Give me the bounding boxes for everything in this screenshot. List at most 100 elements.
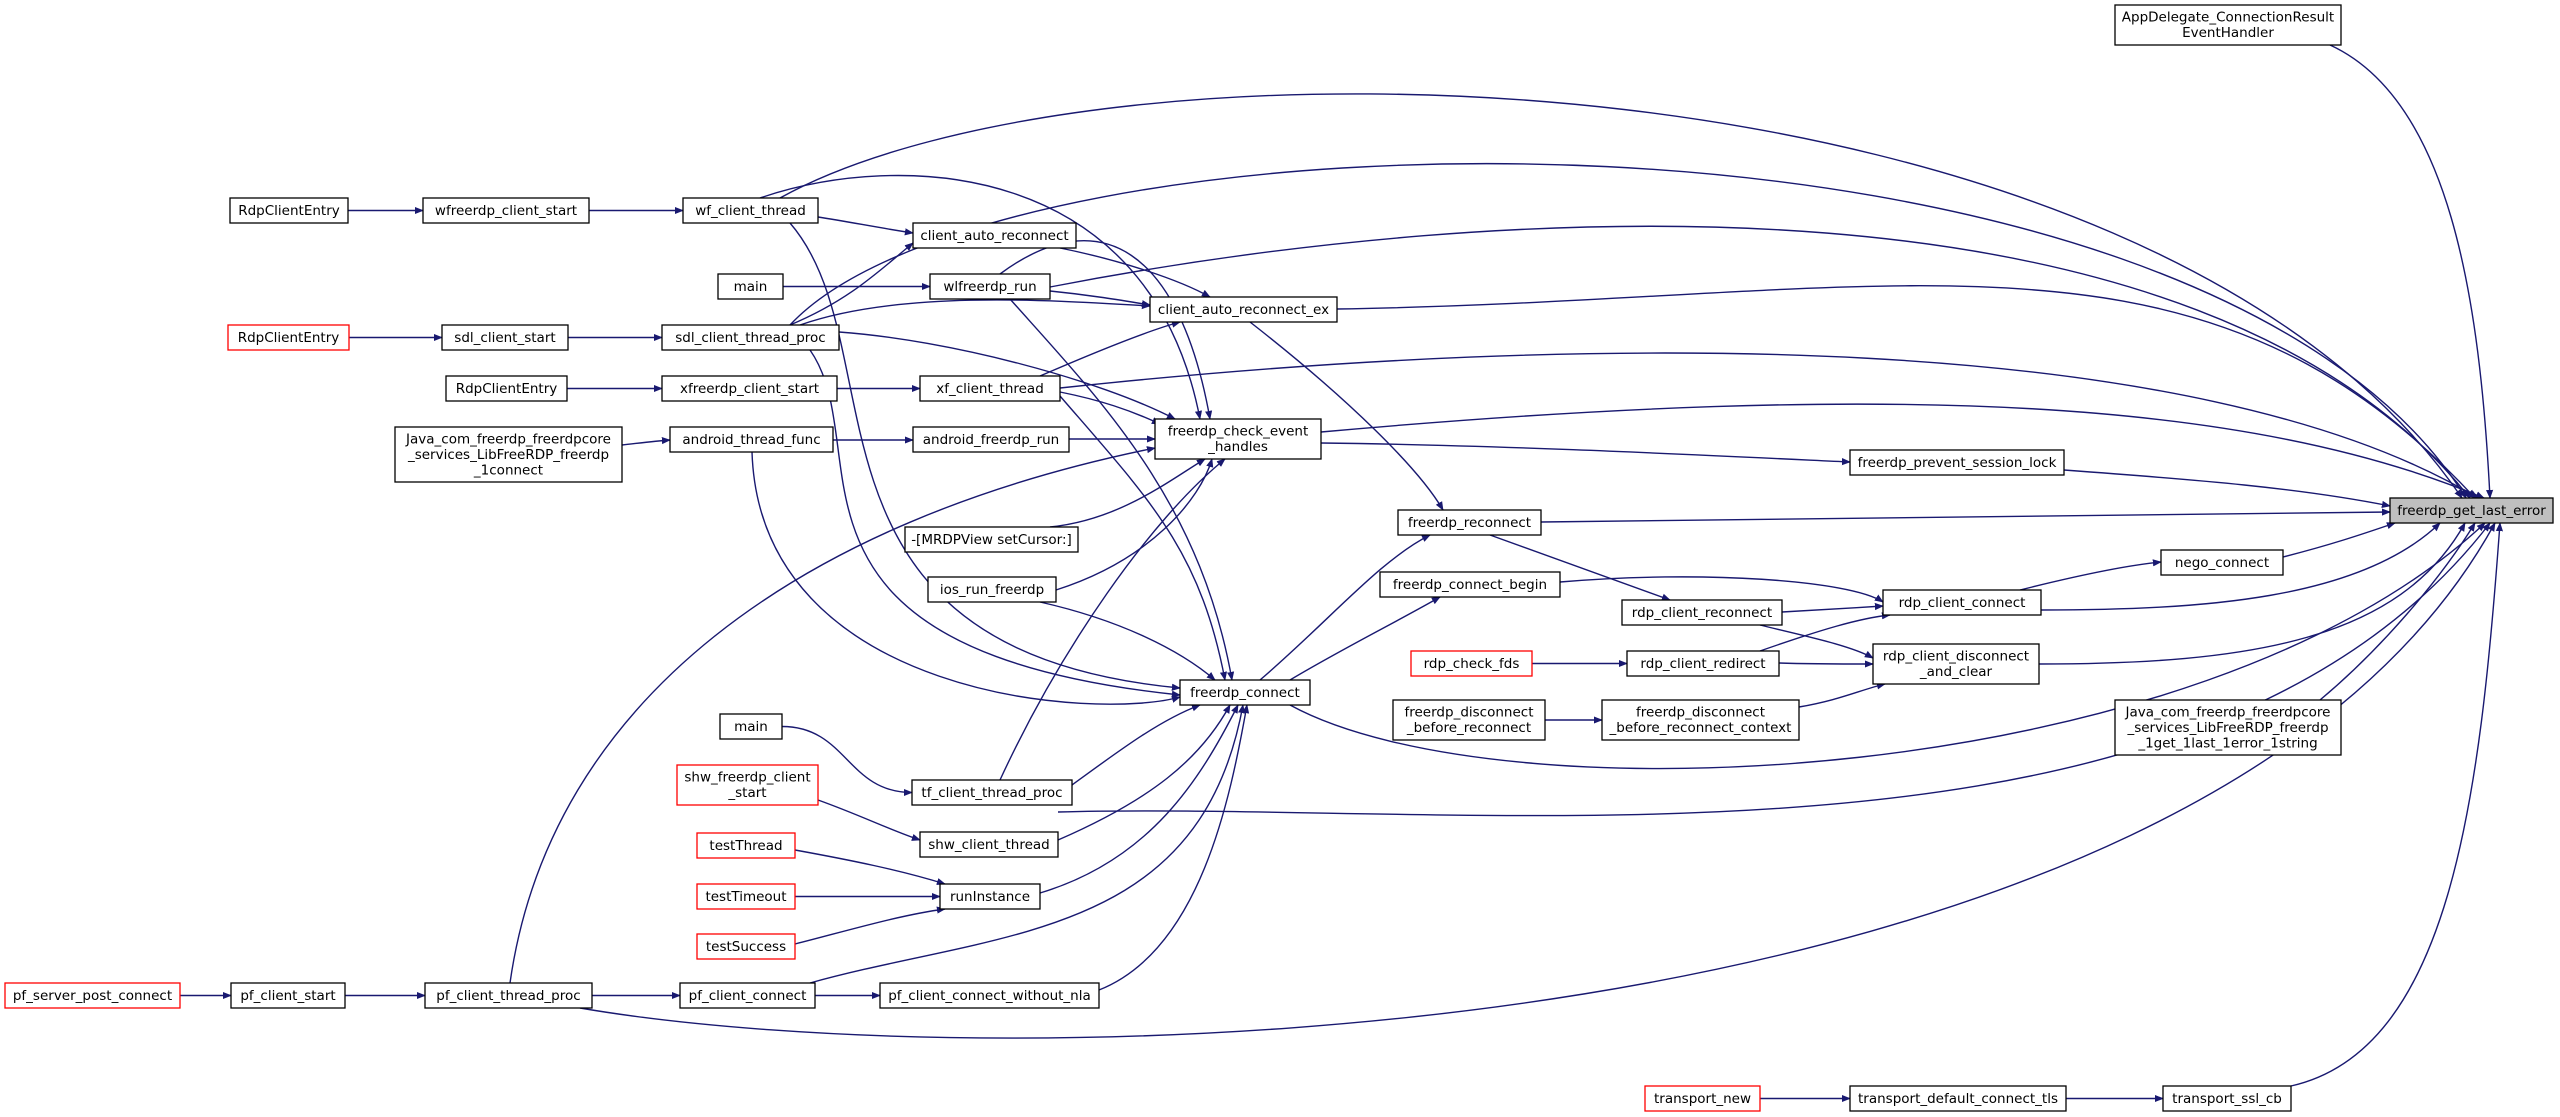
node-label: android_thread_func	[682, 432, 820, 448]
node-label: transport_ssl_cb	[2172, 1091, 2282, 1107]
node-java_get_last_error[interactable]: Java_com_freerdp_freerdpcore_services_Li…	[2114, 699, 2342, 756]
node-rdp_client_disconnect_and_clear[interactable]: rdp_client_disconnect_and_clear	[1872, 643, 2040, 685]
node-wf_client_thread[interactable]: wf_client_thread	[682, 197, 819, 224]
node-wlfreerdp_run[interactable]: wlfreerdp_run	[929, 273, 1051, 300]
node-testThread[interactable]: testThread	[696, 832, 796, 859]
node-shw_freerdp_client_start[interactable]: shw_freerdp_client_start	[676, 764, 819, 806]
node-freerdp_connect_begin[interactable]: freerdp_connect_begin	[1379, 571, 1561, 598]
node-main1[interactable]: main	[717, 273, 784, 300]
node-box	[2114, 4, 2342, 46]
node-label: pf_server_post_connect	[13, 988, 172, 1004]
node-label: AppDelegate_ConnectionResult	[2122, 10, 2334, 26]
edge-shw_client_thread-to-freerdp_connect	[1057, 704, 1231, 841]
node-label: android_freerdp_run	[923, 432, 1059, 448]
node-box	[911, 779, 1073, 806]
node-main2[interactable]: main	[719, 713, 783, 740]
node-transport_ssl_cb[interactable]: transport_ssl_cb	[2162, 1085, 2292, 1112]
edge-pf_client_connect_without_nla-to-freerdp_connect	[1098, 704, 1250, 991]
edge-freerdp_reconnect-to-rdp_client_reconnect	[1489, 534, 1671, 601]
edge-freerdp_check_event_handles-to-freerdp_prevent_session_lock	[1320, 442, 1851, 466]
edge-mrdpview-to-freerdp_check_event_handles	[1049, 458, 1206, 528]
node-label: shw_client_thread	[928, 837, 1049, 853]
edge-shw_freerdp_client_start-to-shw_client_thread	[817, 799, 921, 841]
node-label: pf_client_thread_proc	[436, 988, 580, 1004]
node-nego_connect[interactable]: nego_connect	[2160, 549, 2284, 576]
node-label: sdl_client_start	[454, 330, 555, 346]
node-xf_client_thread[interactable]: xf_client_thread	[919, 375, 1061, 402]
node-label: shw_freerdp_client	[684, 770, 810, 786]
node-sdl_client_thread_proc[interactable]: sdl_client_thread_proc	[661, 324, 840, 351]
node-label: rdp_client_connect	[1899, 595, 2026, 611]
node-shw_client_thread[interactable]: shw_client_thread	[919, 831, 1059, 858]
node-rdpclient3[interactable]: RdpClientEntry	[445, 375, 568, 402]
node-label: EventHandler	[2182, 25, 2274, 41]
node-label: _before_reconnect	[1406, 720, 1531, 736]
node-rdpclient2[interactable]: RdpClientEntry	[227, 324, 350, 351]
edge-freerdp_connect-to-freerdp_connect_begin	[1289, 596, 1441, 681]
node-sdl_client_start[interactable]: sdl_client_start	[441, 324, 569, 351]
node-label: nego_connect	[2175, 555, 2269, 571]
edge-main2-to-tf_client_thread_proc	[781, 725, 913, 797]
edge-freerdp_connect_begin-to-rdp_client_connect	[1559, 576, 1884, 603]
node-label: freerdp_connect	[1190, 685, 1300, 701]
node-xfreerdp_client_start[interactable]: xfreerdp_client_start	[661, 375, 838, 402]
node-ios_run_freerdp[interactable]: ios_run_freerdp	[927, 576, 1057, 603]
edge-testThread-to-runInstance	[794, 849, 946, 886]
edge-runInstance-to-freerdp_connect	[1039, 704, 1239, 894]
node-freerdp_check_event_handles[interactable]: freerdp_check_event_handles	[1154, 418, 1322, 460]
node-pf_client_thread_proc[interactable]: pf_client_thread_proc	[424, 982, 593, 1009]
node-freerdp_disconnect_before_reconnect[interactable]: freerdp_disconnect_before_reconnect	[1392, 699, 1546, 741]
node-box	[939, 883, 1041, 910]
edge-client_auto_reconnect_ex-to-freerdp_reconnect	[1249, 321, 1444, 511]
node-box	[1849, 449, 2065, 476]
edge-sdl_client_thread_proc-to-client_auto_reconnect_ex	[799, 299, 1151, 326]
node-rdp_check_fds[interactable]: rdp_check_fds	[1410, 650, 1533, 677]
edge-rdp_client_redirect-to-rdp_client_connect	[1759, 612, 1891, 652]
node-rdp_client_redirect[interactable]: rdp_client_redirect	[1626, 650, 1780, 677]
node-rdp_client_reconnect[interactable]: rdp_client_reconnect	[1621, 599, 1783, 626]
node-box	[1849, 1085, 2067, 1112]
node-java_connect[interactable]: Java_com_freerdp_freerdpcore_services_Li…	[394, 426, 623, 483]
node-label: freerdp_disconnect	[1636, 705, 1765, 721]
edge-freerdp_prevent_session_lock-to-freerdp_get_last_error	[2063, 469, 2391, 508]
edge-xf_client_thread-to-freerdp_get_last_error	[1059, 352, 2479, 499]
node-freerdp_disconnect_before_reconnect_context[interactable]: freerdp_disconnect_before_reconnect_cont…	[1601, 699, 1800, 741]
node-transport_default_connect_tls[interactable]: transport_default_connect_tls	[1849, 1085, 2067, 1112]
node-testSuccess[interactable]: testSuccess	[696, 933, 796, 960]
node-label: pf_client_start	[240, 988, 335, 1004]
nodes: AppDelegate_ConnectionResultEventHandler…	[4, 4, 2554, 1112]
node-runInstance[interactable]: runInstance	[939, 883, 1041, 910]
node-freerdp_reconnect[interactable]: freerdp_reconnect	[1397, 509, 1542, 536]
node-android_freerdp_run[interactable]: android_freerdp_run	[912, 426, 1070, 453]
node-freerdp_connect[interactable]: freerdp_connect	[1179, 679, 1311, 706]
node-box	[676, 764, 819, 806]
node-box	[717, 273, 784, 300]
node-tf_client_thread_proc[interactable]: tf_client_thread_proc	[911, 779, 1073, 806]
node-android_thread_func[interactable]: android_thread_func	[669, 426, 834, 453]
node-freerdp_get_last_error[interactable]: freerdp_get_last_error	[2389, 497, 2554, 524]
node-pf_client_connect[interactable]: pf_client_connect	[679, 982, 816, 1009]
node-box	[424, 982, 593, 1009]
node-wfreerdp_client_start[interactable]: wfreerdp_client_start	[422, 197, 590, 224]
node-box	[422, 197, 590, 224]
node-rdpclient1[interactable]: RdpClientEntry	[229, 197, 349, 224]
node-label: testTimeout	[705, 889, 786, 905]
node-transport_new[interactable]: transport_new	[1644, 1085, 1761, 1112]
node-client_auto_reconnect_ex[interactable]: client_auto_reconnect_ex	[1149, 296, 1338, 323]
node-pf_client_start[interactable]: pf_client_start	[230, 982, 346, 1009]
node-client_auto_reconnect[interactable]: client_auto_reconnect	[912, 222, 1077, 249]
node-freerdp_prevent_session_lock[interactable]: freerdp_prevent_session_lock	[1849, 449, 2065, 476]
node-pf_client_connect_without_nla[interactable]: pf_client_connect_without_nla	[879, 982, 1100, 1009]
node-label: _and_clear	[1919, 664, 1993, 680]
node-box	[912, 426, 1070, 453]
edge-testSuccess-to-runInstance	[794, 906, 946, 945]
node-rdp_client_connect[interactable]: rdp_client_connect	[1882, 589, 2042, 616]
node-mrdpview[interactable]: -[MRDPView setCursor:]	[904, 526, 1079, 553]
node-pf_server_post_connect[interactable]: pf_server_post_connect	[4, 982, 181, 1009]
node-box	[445, 375, 568, 402]
node-box	[394, 426, 623, 483]
node-testTimeout[interactable]: testTimeout	[696, 883, 796, 910]
node-label: freerdp_disconnect	[1405, 705, 1534, 721]
node-box	[2160, 549, 2284, 576]
